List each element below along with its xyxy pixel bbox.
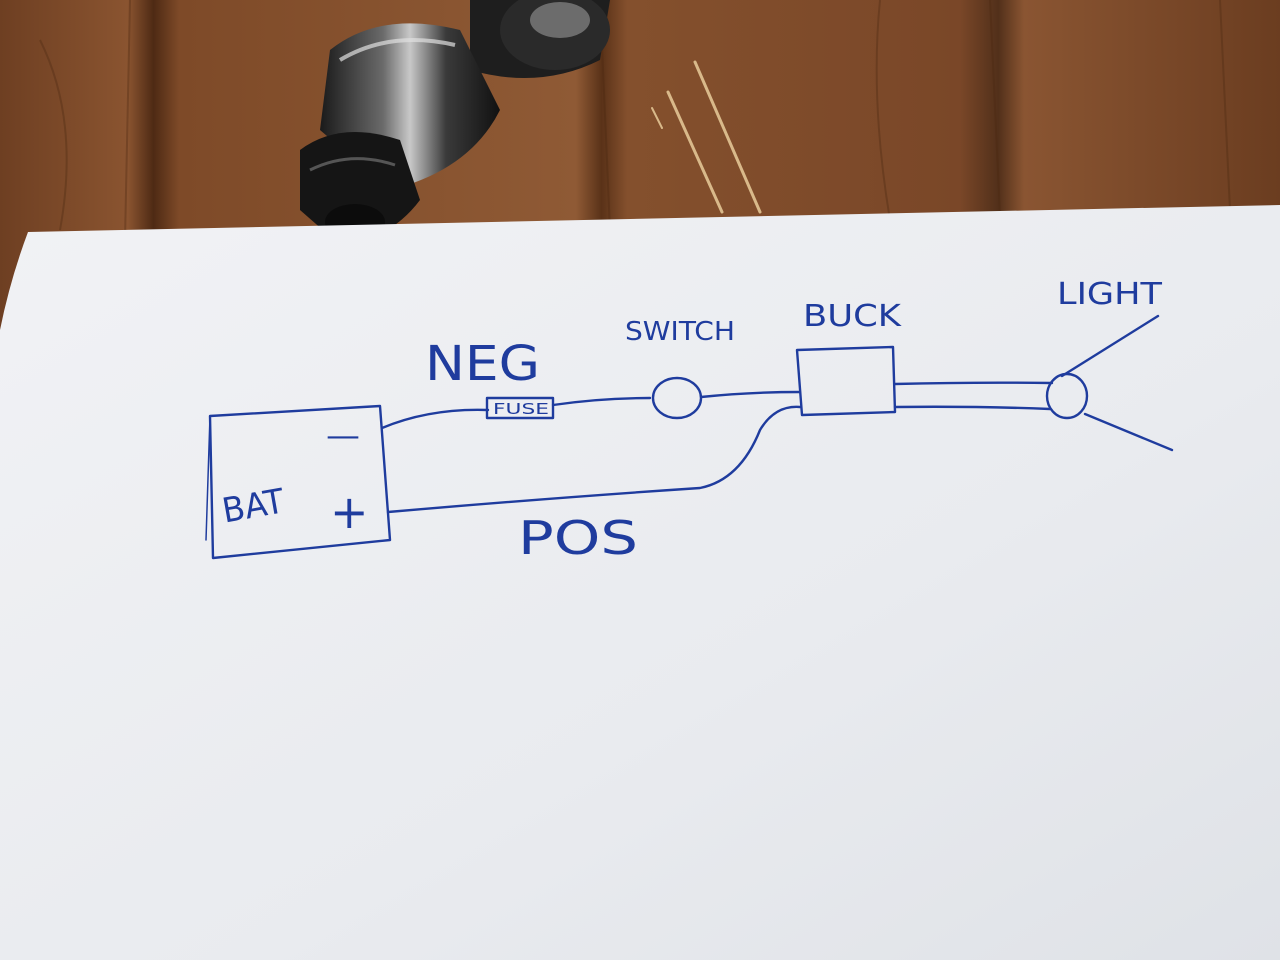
toothpicks bbox=[651, 60, 762, 214]
positive-wire bbox=[386, 405, 802, 514]
switch-to-buck-wire bbox=[699, 390, 802, 399]
label-fuse: FUSE bbox=[493, 400, 549, 418]
buck-to-light-wire-top bbox=[893, 381, 1054, 386]
fuse-symbol bbox=[485, 396, 555, 420]
label-light: LIGHT bbox=[1057, 277, 1163, 312]
paper-sheet bbox=[0, 205, 1280, 960]
label-plus: + bbox=[330, 485, 369, 539]
label-neg: NEG bbox=[425, 336, 540, 392]
light-ray-up bbox=[1060, 314, 1160, 378]
fuse-to-switch-wire bbox=[551, 396, 652, 407]
label-minus: — bbox=[326, 419, 360, 454]
buck-to-light-wire-bottom bbox=[893, 405, 1052, 411]
buck-converter-box bbox=[795, 345, 897, 417]
metal-atomizer-object bbox=[300, 0, 610, 245]
label-pos: POS bbox=[518, 511, 638, 565]
label-buck: BUCK bbox=[803, 299, 903, 334]
label-switch: SWITCH bbox=[625, 317, 735, 347]
light-ray-down bbox=[1083, 412, 1174, 452]
battery-box bbox=[208, 404, 392, 560]
negative-wire bbox=[380, 408, 490, 430]
wiring-diagram bbox=[205, 314, 1174, 560]
diagram-labels: NEG SWITCH BUCK LIGHT FUSE BAT — + POS bbox=[219, 277, 1162, 565]
